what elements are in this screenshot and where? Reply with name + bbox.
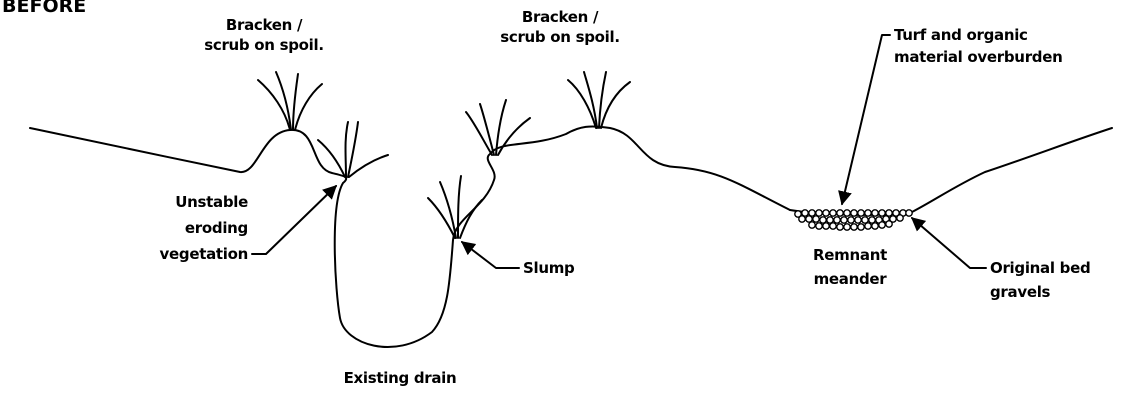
vegetation-tuft-drain-lip bbox=[318, 122, 388, 177]
bracken-right-label-line1: Bracken / bbox=[522, 8, 599, 26]
bracken-left-label-line2: scrub on spoil. bbox=[204, 36, 324, 54]
turf-label-line1: Turf and organic bbox=[894, 26, 1028, 44]
heading: BEFORE bbox=[2, 0, 86, 17]
remnant-meander-label-line1: Remnant bbox=[813, 246, 887, 264]
unstable-label-line3: vegetation bbox=[160, 245, 248, 263]
remnant-meander-label-line2: meander bbox=[814, 270, 888, 288]
turf-leader bbox=[842, 35, 890, 204]
remnant-meander-channel bbox=[790, 128, 1112, 215]
ground-profile bbox=[30, 126, 790, 347]
unstable-label-line1: Unstable bbox=[175, 193, 248, 211]
turf-label-line2: material overburden bbox=[894, 48, 1062, 66]
bracken-right-label-line2: scrub on spoil. bbox=[500, 28, 620, 46]
gravels-leader bbox=[912, 218, 986, 268]
bracken-tuft-right bbox=[568, 72, 630, 128]
unstable-label-line2: eroding bbox=[185, 219, 248, 237]
gravels-label-line1: Original bed bbox=[990, 259, 1090, 277]
bed-gravels bbox=[795, 210, 912, 230]
slump-leader bbox=[462, 242, 519, 268]
vegetation-tuft-slump bbox=[428, 176, 482, 238]
gravels-label-line2: gravels bbox=[990, 283, 1051, 301]
vegetation-tuft-right-bank bbox=[466, 100, 530, 155]
bracken-tuft-left bbox=[258, 72, 322, 130]
slump-label: Slump bbox=[523, 259, 575, 277]
existing-drain-label: Existing drain bbox=[344, 369, 457, 387]
bracken-left-label-line1: Bracken / bbox=[226, 16, 303, 34]
unstable-leader bbox=[252, 186, 336, 254]
